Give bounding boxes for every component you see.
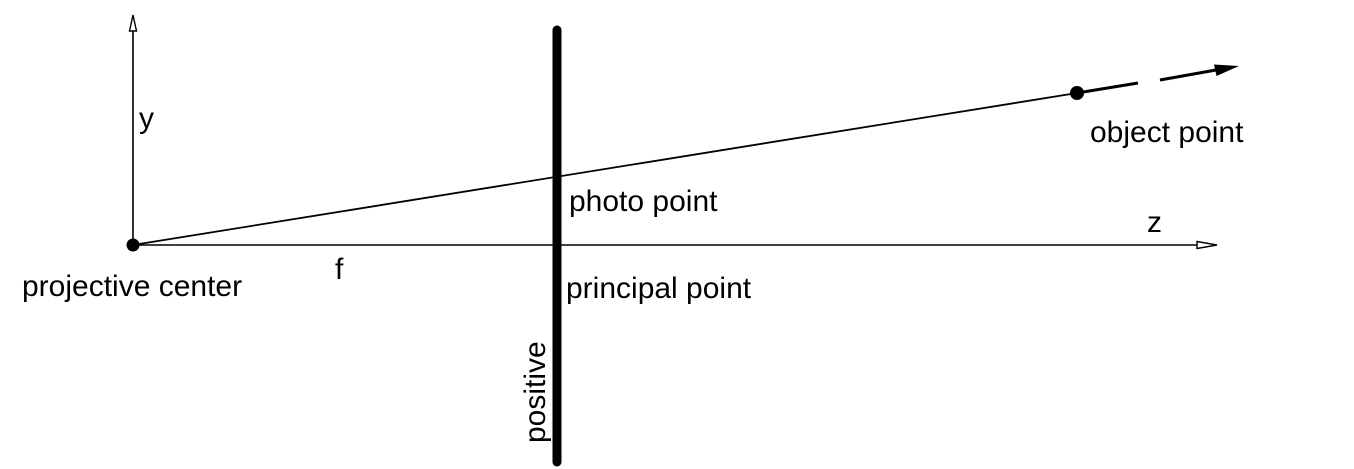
object-point-label: object point: [1090, 116, 1244, 149]
principal-point-label: principal point: [566, 272, 752, 305]
projection-ray: [132, 92, 1078, 246]
y-axis-label: y: [139, 102, 154, 135]
ray-arrowhead: [1214, 64, 1239, 76]
projective-center-point: [126, 238, 140, 252]
positive-label: positive: [519, 341, 552, 443]
photo-point-label: photo point: [569, 185, 718, 218]
ray-continuation-segment: [1159, 68, 1217, 82]
ray-continuation-segment: [1076, 81, 1139, 95]
object-point-marker: [1070, 86, 1084, 100]
z-axis-arrowhead: [1196, 240, 1218, 250]
z-axis-label: z: [1147, 206, 1162, 239]
focal-length-label: f: [335, 253, 344, 286]
projective-center-label: projective center: [22, 270, 242, 303]
y-axis-arrowhead: [128, 14, 138, 32]
